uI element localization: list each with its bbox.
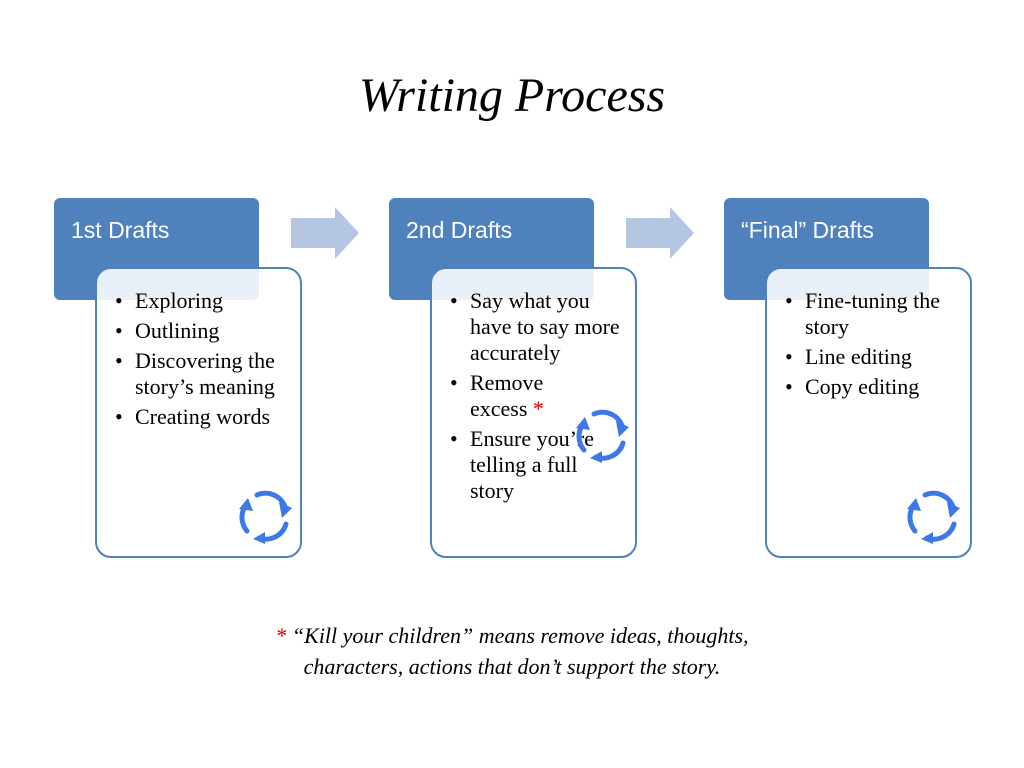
right-arrow-icon [626,207,694,259]
footnote-line-1: * “Kill your children” means remove idea… [0,620,1024,651]
bullet-list: Exploring Outlining Discovering the stor… [115,288,292,430]
list-item: Discovering the story’s meaning [115,348,292,400]
stage-2nd-drafts: 2nd Drafts Say what you have to say more… [389,198,639,560]
right-arrow-icon [291,207,359,259]
bullet-list: Fine-tuning the story Line editing Copy … [785,288,962,400]
bullet-list: Say what you have to say more accurately… [450,288,627,504]
stage-1st-drafts: 1st Drafts Exploring Outlining Discoveri… [54,198,304,560]
footnote-marker: * [532,396,544,421]
list-item: Exploring [115,288,292,314]
list-item: Outlining [115,318,292,344]
cycle-arrows-icon [239,490,292,544]
list-item: Remove excess * [450,370,627,422]
list-item: Creating words [115,404,292,430]
stage-card: Fine-tuning the story Line editing Copy … [765,267,972,558]
list-item-text: Remove excess [470,370,544,421]
list-item: Ensure you’re telling a full story [450,426,627,504]
stage-final-drafts: “Final” Drafts Fine-tuning the story Lin… [724,198,974,560]
list-item: Line editing [785,344,962,370]
footnote-line-2: characters, actions that don’t support t… [303,654,721,679]
footnote-text: “Kill your children” means remove ideas,… [291,623,749,648]
footnote-marker: * [275,623,287,648]
stage-card: Exploring Outlining Discovering the stor… [95,267,302,558]
page-title: Writing Process [358,69,666,122]
cycle-arrows-icon [907,490,960,544]
cycle-arrows-icon [576,409,629,463]
list-item: Copy editing [785,374,962,400]
stage-card: Say what you have to say more accurately… [430,267,637,558]
list-item: Fine-tuning the story [785,288,962,340]
list-item: Say what you have to say more accurately [450,288,627,366]
footnote: * “Kill your children” means remove idea… [0,620,1024,682]
